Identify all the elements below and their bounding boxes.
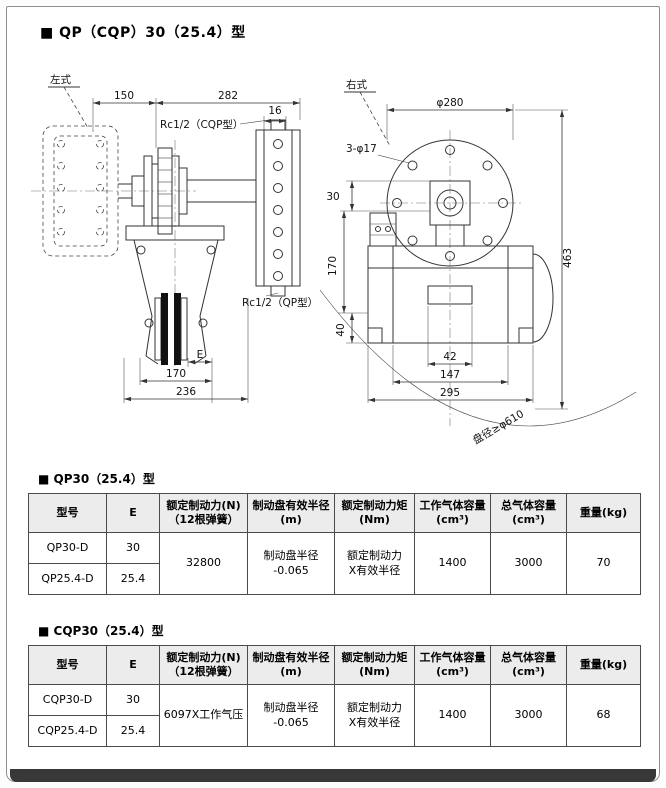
cqp-header-weight: 重量(kg) <box>566 645 641 685</box>
cqp-cell-radius: 制动盘半径 -0.065 <box>247 684 335 747</box>
cqp-header-model: 型号 <box>28 645 107 685</box>
cqp-section-title: ■ CQP30（25.4）型 <box>38 624 164 638</box>
qp-header-force: 额定制动力(N) （12根弹簧） <box>159 493 248 533</box>
page-footer-bar <box>10 769 656 782</box>
left-view-caliper <box>125 225 225 365</box>
dim-170-left-label: 170 <box>166 368 186 380</box>
qp-cell-radius: 制动盘半径 -0.065 <box>247 532 335 595</box>
dim-42-label: 42 <box>443 351 456 363</box>
right-view-cover-circle <box>386 139 514 267</box>
cqp-row1-model: CQP25.4-D <box>28 715 107 747</box>
qp-row0-model: QP30-D <box>28 532 107 564</box>
qp-header-total-gas: 总气体容量 (cm³) <box>490 493 567 533</box>
left-view-brake-pads <box>154 293 188 365</box>
qp-header-radius: 制动盘有效半径 (m) <box>247 493 335 533</box>
dim-e-label: E <box>197 349 204 361</box>
dim-236-label: 236 <box>176 386 196 398</box>
left-view: 150 282 16 左式 <box>31 73 318 403</box>
right-type-label-group: 右式 <box>344 78 391 147</box>
qp-row0-e: 30 <box>106 532 160 564</box>
table-row: QP25.4-D 25.4 <box>28 563 641 595</box>
cqp-header-radius: 制动盘有效半径 (m) <box>247 645 335 685</box>
qp-header-weight: 重量(kg) <box>566 493 641 533</box>
dim-295-label: 295 <box>440 387 460 399</box>
qp-header-torque: 额定制动力矩 (Nm) <box>334 493 415 533</box>
qp-row1-model: QP25.4-D <box>28 563 107 595</box>
cqp-header-working-gas: 工作气体容量 (cm³) <box>414 645 491 685</box>
cqp-section: ■ CQP30（25.4）型 型号 E 额定制动力(N) （12根弹簧） 制动盘… <box>28 622 641 747</box>
rc-qp-callout: Rc1/2（QP型） <box>242 292 318 309</box>
table-row: QP30-D 30 32800 制动盘半径 -0.065 额定制动力 X有效半径… <box>28 532 641 595</box>
table-row: CQP25.4-D 25.4 <box>28 715 641 747</box>
right-view-bottom-dimensions: 42 147 295 <box>367 306 534 403</box>
disc-diameter-arc: 盘径≥φ610 <box>319 289 637 447</box>
left-type-label-group: 左式 <box>48 73 89 129</box>
drawing-canvas: 150 282 16 左式 <box>31 73 637 447</box>
dim-147-label: 147 <box>440 369 460 381</box>
left-view-hub <box>118 147 188 235</box>
left-type-label: 左式 <box>50 73 71 86</box>
left-view-flange <box>42 125 119 257</box>
dim-phi280: φ280 <box>386 97 514 140</box>
qp-section-title: ■ QP30（25.4）型 <box>38 472 155 486</box>
table-row: CQP30-D 30 6097X工作气压 制动盘半径 -0.065 额定制动力 … <box>28 684 641 747</box>
dim-3phi17-label: 3-φ17 <box>346 143 377 155</box>
qp-section: ■ QP30（25.4）型 型号 E 额定制动力(N) （12根弹簧） 制动盘有… <box>28 470 641 595</box>
cqp-header-force: 额定制动力(N) （12根弹簧） <box>159 645 248 685</box>
dim-3phi17-callout: 3-φ17 <box>346 143 410 164</box>
qp-header-row: 型号 E 额定制动力(N) （12根弹簧） 制动盘有效半径 (m) 额定制动力矩… <box>28 493 641 533</box>
qp-row1-e: 25.4 <box>106 563 160 595</box>
left-view-top-dimensions: 150 282 <box>92 90 301 148</box>
left-view-port-plate <box>187 119 301 297</box>
disc-diameter-label: 盘径≥φ610 <box>470 407 526 447</box>
page-title: ■ QP（CQP）30（25.4）型 <box>40 25 246 41</box>
qp-spec-table: 型号 E 额定制动力(N) （12根弹簧） 制动盘有效半径 (m) 额定制动力矩… <box>28 493 641 595</box>
right-view-left-dimensions: 30 170 40 <box>326 180 430 344</box>
qp-header-working-gas: 工作气体容量 (cm³) <box>414 493 491 533</box>
cqp-cell-weight: 68 <box>566 684 641 747</box>
dim-40-label: 40 <box>335 323 347 336</box>
cqp-cell-torque: 额定制动力 X有效半径 <box>334 684 415 747</box>
dim-463: 463 <box>515 109 574 410</box>
rc-qp-label: Rc1/2（QP型） <box>242 296 318 309</box>
dim-463-label: 463 <box>562 248 574 268</box>
rc-cqp-label: Rc1/2（CQP型） <box>160 118 243 131</box>
dim-16: 16 <box>263 105 287 130</box>
cqp-cell-working-gas: 1400 <box>414 684 491 747</box>
cqp-row0-e: 30 <box>106 684 160 716</box>
dim-30-label: 30 <box>326 191 339 203</box>
left-view-bottom-dimensions: E 170 236 <box>123 298 249 403</box>
dim-150-label: 150 <box>114 90 134 102</box>
qp-cell-weight: 70 <box>566 532 641 595</box>
dim-phi280-label: φ280 <box>437 97 464 109</box>
qp-cell-force: 32800 <box>159 532 248 595</box>
technical-drawing: 150 282 16 左式 <box>28 58 638 462</box>
qp-cell-total-gas: 3000 <box>490 532 567 595</box>
right-type-label: 右式 <box>346 78 367 91</box>
dim-170-right-label: 170 <box>327 256 339 276</box>
cqp-cell-total-gas: 3000 <box>490 684 567 747</box>
cqp-header-torque: 额定制动力矩 (Nm) <box>334 645 415 685</box>
right-view-housing <box>367 212 554 344</box>
qp-header-model: 型号 <box>28 493 107 533</box>
dim-16-label: 16 <box>268 105 282 117</box>
qp-header-e: E <box>106 493 160 533</box>
qp-cell-working-gas: 1400 <box>414 532 491 595</box>
cqp-header-row: 型号 E 额定制动力(N) （12根弹簧） 制动盘有效半径 (m) 额定制动力矩… <box>28 645 641 685</box>
rc-cqp-callout: Rc1/2（CQP型） <box>160 118 270 131</box>
cqp-row0-model: CQP30-D <box>28 684 107 716</box>
cqp-spec-table: 型号 E 额定制动力(N) （12根弹簧） 制动盘有效半径 (m) 额定制动力矩… <box>28 645 641 747</box>
cqp-cell-force: 6097X工作气压 <box>159 684 248 747</box>
cqp-header-total-gas: 总气体容量 (cm³) <box>490 645 567 685</box>
dim-282-label: 282 <box>218 90 238 102</box>
right-view: 右式 φ280 <box>319 78 637 447</box>
cqp-row1-e: 25.4 <box>106 715 160 747</box>
qp-cell-torque: 额定制动力 X有效半径 <box>334 532 415 595</box>
cqp-header-e: E <box>106 645 160 685</box>
